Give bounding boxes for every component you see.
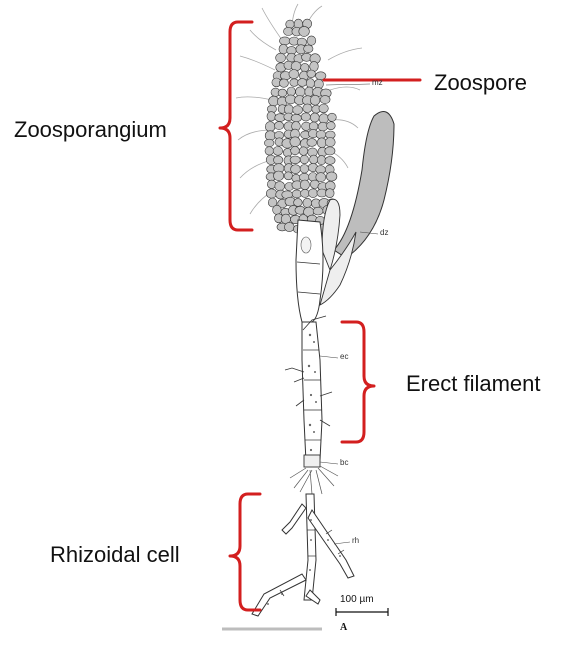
- zoospore: [272, 146, 284, 156]
- zoospore: [309, 112, 320, 123]
- zoospore: [324, 146, 336, 156]
- zoospore: [317, 121, 329, 132]
- zoospore: [306, 69, 316, 78]
- zoospore: [312, 206, 324, 216]
- rhizoid-system: [251, 493, 355, 617]
- zoospore: [273, 155, 284, 165]
- zoospore: [306, 35, 317, 46]
- zoospore: [284, 222, 295, 232]
- zoospore: [289, 136, 301, 148]
- annotation-rh: rh: [352, 536, 360, 545]
- annotation-mz: mz: [372, 78, 383, 87]
- zoospore: [266, 111, 276, 122]
- panel-letter: A: [340, 622, 348, 633]
- zoospore: [306, 138, 317, 147]
- zoospore: [305, 78, 315, 89]
- basal-tuft: [289, 465, 339, 495]
- zoospore: [264, 138, 275, 148]
- zoospore: [283, 104, 294, 115]
- brackets: [218, 20, 422, 612]
- zoospore: [300, 189, 310, 198]
- zoospore: [304, 86, 314, 98]
- bracket-erect-filament: [340, 320, 376, 444]
- annotation-leaders: [319, 83, 379, 545]
- zoospore: [302, 197, 312, 208]
- zoospore: [268, 197, 278, 208]
- zoospore: [326, 121, 336, 130]
- rhizoid-contents: [267, 519, 341, 605]
- zoospore: [273, 170, 284, 181]
- zoospore: [326, 171, 338, 182]
- annotation-ec: ec: [340, 352, 349, 361]
- zoospore: [272, 204, 282, 215]
- zoospore-cluster: [264, 18, 338, 235]
- zoospore: [274, 121, 284, 130]
- zoospore: [298, 146, 309, 156]
- zoospore: [288, 69, 300, 79]
- annotation-bc: bc: [340, 458, 349, 467]
- zoospore: [275, 52, 286, 63]
- zoospore: [327, 112, 337, 122]
- label-zoospore: Zoospore: [434, 70, 527, 95]
- zoospore: [290, 113, 302, 123]
- zoospore: [298, 26, 310, 37]
- zoospore: [291, 189, 302, 199]
- zoospore: [292, 105, 303, 115]
- zoospore: [274, 181, 285, 192]
- zoospore: [279, 78, 289, 88]
- zoospore: [315, 172, 327, 183]
- zoospore: [318, 103, 329, 114]
- zoospore: [300, 63, 310, 73]
- zoospore: [277, 88, 288, 98]
- zoospore: [279, 36, 291, 46]
- zoospore: [300, 112, 311, 122]
- zoospore: [309, 154, 319, 165]
- scale-bar: [335, 608, 389, 616]
- branch-cell-1: [321, 198, 341, 272]
- zoospore: [299, 164, 310, 174]
- zoospore: [295, 86, 306, 97]
- zoospore: [303, 44, 314, 53]
- zoospore: [289, 78, 299, 87]
- zoospore: [297, 78, 308, 87]
- label-erect-filament: Erect filament: [406, 371, 541, 396]
- zoospore: [308, 188, 318, 198]
- zoospore: [299, 179, 310, 191]
- zoospore: [302, 103, 313, 113]
- zoospore: [265, 188, 277, 199]
- annotation-dz: dz: [380, 228, 389, 237]
- zoospore: [324, 137, 336, 147]
- zoospore: [324, 156, 336, 165]
- zoospore: [278, 43, 288, 55]
- zoospore: [315, 130, 327, 139]
- bracket-zoosporangium: [218, 20, 254, 232]
- zoospore: [319, 95, 331, 104]
- zoospore: [316, 155, 326, 166]
- zoospore: [264, 146, 274, 156]
- rhizoid-septa: [279, 529, 345, 597]
- filament-branchlets: [284, 315, 333, 427]
- label-rhizoidal-cell: Rhizoidal cell: [50, 542, 180, 567]
- basal-cell: [303, 454, 321, 468]
- zoospore: [289, 155, 301, 165]
- bracket-rhizoidal-cell: [228, 492, 262, 612]
- zoospore: [285, 19, 295, 29]
- zoospore: [283, 171, 293, 181]
- zoospore: [310, 94, 321, 106]
- erect-filament-axis: [301, 321, 323, 463]
- label-zoosporangium: Zoosporangium: [14, 117, 167, 142]
- zoospore: [293, 198, 303, 207]
- zoospore: [290, 164, 301, 174]
- axis-upper: [295, 219, 324, 323]
- scale-bar-label: 100 µm: [340, 594, 374, 605]
- filament-contents: [307, 333, 317, 452]
- zoospore: [325, 188, 335, 198]
- zoospore: [290, 146, 300, 156]
- dz-sporangium: [333, 111, 395, 259]
- zoospore: [265, 121, 276, 132]
- branch-cell-2: [319, 231, 357, 306]
- zoospore: [299, 154, 309, 165]
